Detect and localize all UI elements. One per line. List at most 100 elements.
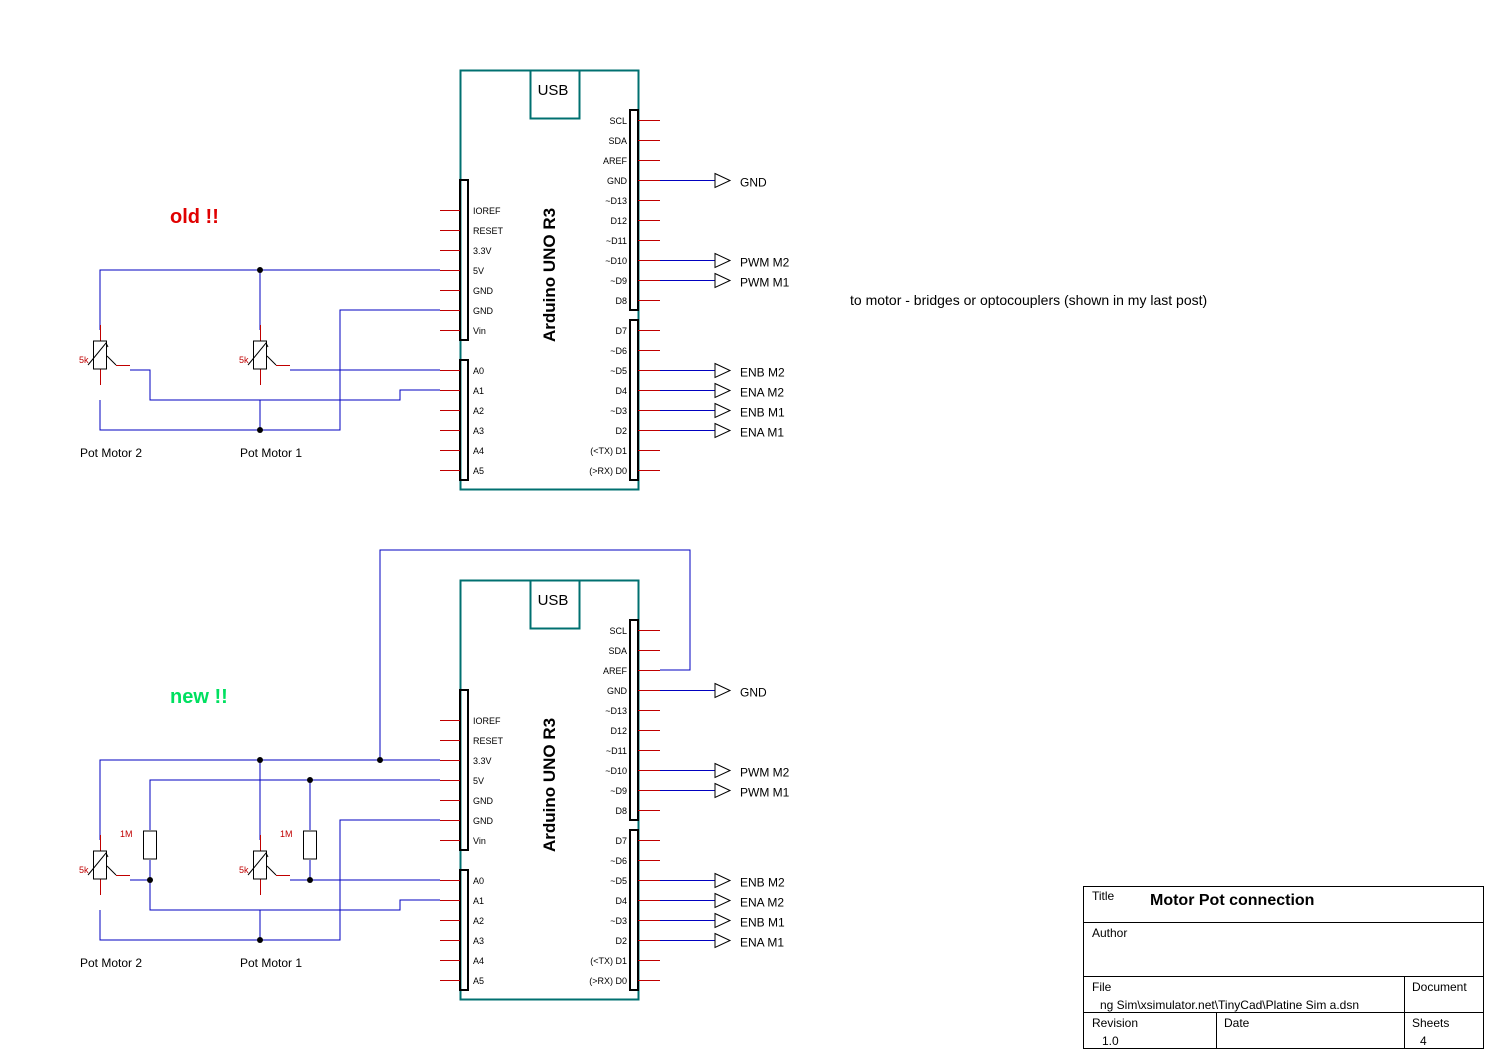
resistor-value: 1M: [120, 829, 133, 839]
pin-label: ~D6: [610, 856, 627, 866]
header-digital-high: [629, 619, 639, 821]
header-digital-low: [629, 829, 639, 991]
pin-label: ~D10: [605, 766, 627, 776]
pin-label: A0: [473, 366, 484, 376]
pin-label: A5: [473, 466, 484, 476]
header-power: [459, 689, 469, 851]
pin-label: 5V: [473, 266, 484, 276]
pin-label: ~D13: [605, 706, 627, 716]
pot-wiper: [266, 355, 277, 366]
pin-label: ~D10: [605, 256, 627, 266]
pin-label: SCL: [609, 116, 627, 126]
title-value: Motor Pot connection: [1150, 892, 1314, 909]
board-name: Arduino UNO R3: [540, 718, 559, 852]
output-port-arrow: [714, 252, 732, 269]
output-port-arrow: [714, 682, 732, 699]
junction-dot: [257, 267, 263, 273]
pin-label: D7: [615, 326, 627, 336]
junction-dot: [257, 937, 263, 943]
junction-dot: [377, 757, 383, 763]
pot-value: 5k: [239, 865, 249, 875]
pin-label: RESET: [473, 736, 504, 746]
pin-label: ~D3: [610, 916, 627, 926]
pot-arrow: [247, 852, 269, 876]
pin-label: D4: [615, 896, 627, 906]
pin-label: A3: [473, 936, 484, 946]
pin-label: GND: [473, 306, 494, 316]
pin-label: SDA: [608, 646, 627, 656]
output-port-arrow: [714, 762, 732, 779]
pot-value: 5k: [79, 865, 89, 875]
date-label: Date: [1224, 1016, 1250, 1030]
pin-label: IOREF: [473, 716, 501, 726]
pot-label-motor2: Pot Motor 2: [80, 446, 142, 460]
pot-wiper: [106, 865, 117, 876]
title-block: Title Motor Pot connection Author File n…: [1083, 886, 1484, 1049]
pin-label: ~D9: [610, 276, 627, 286]
pin-label: ~D5: [610, 876, 627, 886]
pin-label: D12: [610, 726, 627, 736]
pin-label: GND: [473, 796, 494, 806]
pin-label: (>RX) D0: [589, 466, 627, 476]
potentiometer: [253, 850, 267, 880]
usb-connector: [529, 579, 581, 630]
old-label: old !!: [170, 206, 219, 228]
output-port-arrow: [714, 782, 732, 799]
resistor: [143, 830, 157, 860]
pin-label: A1: [473, 386, 484, 396]
pot-arrow: [247, 342, 269, 366]
header-analog: [459, 359, 469, 481]
output-label: GND: [740, 686, 767, 700]
output-port-arrow: [714, 172, 732, 189]
header-analog: [459, 869, 469, 991]
pot-label-motor1: Pot Motor 1: [240, 956, 302, 970]
pin-label: D12: [610, 216, 627, 226]
output-port-arrow: [714, 382, 732, 399]
pin-label: AREF: [603, 156, 628, 166]
board-name: Arduino UNO R3: [540, 208, 559, 342]
revision-label: Revision: [1092, 1016, 1138, 1030]
junction-dot: [307, 777, 313, 783]
pin-label: RESET: [473, 226, 504, 236]
pin-label: A3: [473, 426, 484, 436]
pin-label: GND: [473, 286, 494, 296]
header-digital-low: [629, 319, 639, 481]
output-port-arrow: [714, 272, 732, 289]
new-label: new !!: [170, 686, 228, 708]
pin-label: 5V: [473, 776, 484, 786]
output-port-arrow: [714, 422, 732, 439]
pin-label: D2: [615, 936, 627, 946]
revision-value: 1.0: [1102, 1034, 1119, 1048]
pot-wiper: [266, 865, 277, 876]
output-label: PWM M1: [740, 276, 790, 290]
resistor-value: 1M: [280, 829, 293, 839]
wire: [99, 819, 440, 941]
pin-label: A5: [473, 976, 484, 986]
pot-label-motor1: Pot Motor 1: [240, 446, 302, 460]
junction-dot: [307, 877, 313, 883]
pin-label: A2: [473, 916, 484, 926]
pin-label: A1: [473, 896, 484, 906]
junction-dot: [147, 877, 153, 883]
pin-label: GND: [473, 816, 494, 826]
output-port-arrow: [714, 892, 732, 909]
pin-label: Vin: [473, 326, 486, 336]
pin-label: A4: [473, 956, 484, 966]
sheets-value: 4: [1420, 1034, 1427, 1048]
output-port-arrow: [714, 932, 732, 949]
pin-label: D2: [615, 426, 627, 436]
pin-label: A2: [473, 406, 484, 416]
junction-dot: [257, 757, 263, 763]
pot-arrow: [87, 852, 109, 876]
output-label: PWM M2: [740, 766, 790, 780]
title-label: Title: [1092, 889, 1115, 903]
wire: [99, 759, 440, 840]
output-port-arrow: [714, 402, 732, 419]
output-label: GND: [740, 176, 767, 190]
author-label: Author: [1092, 926, 1127, 940]
output-port-arrow: [714, 362, 732, 379]
output-label: ENB M2: [740, 876, 785, 890]
pin-label: 3.3V: [473, 756, 492, 766]
